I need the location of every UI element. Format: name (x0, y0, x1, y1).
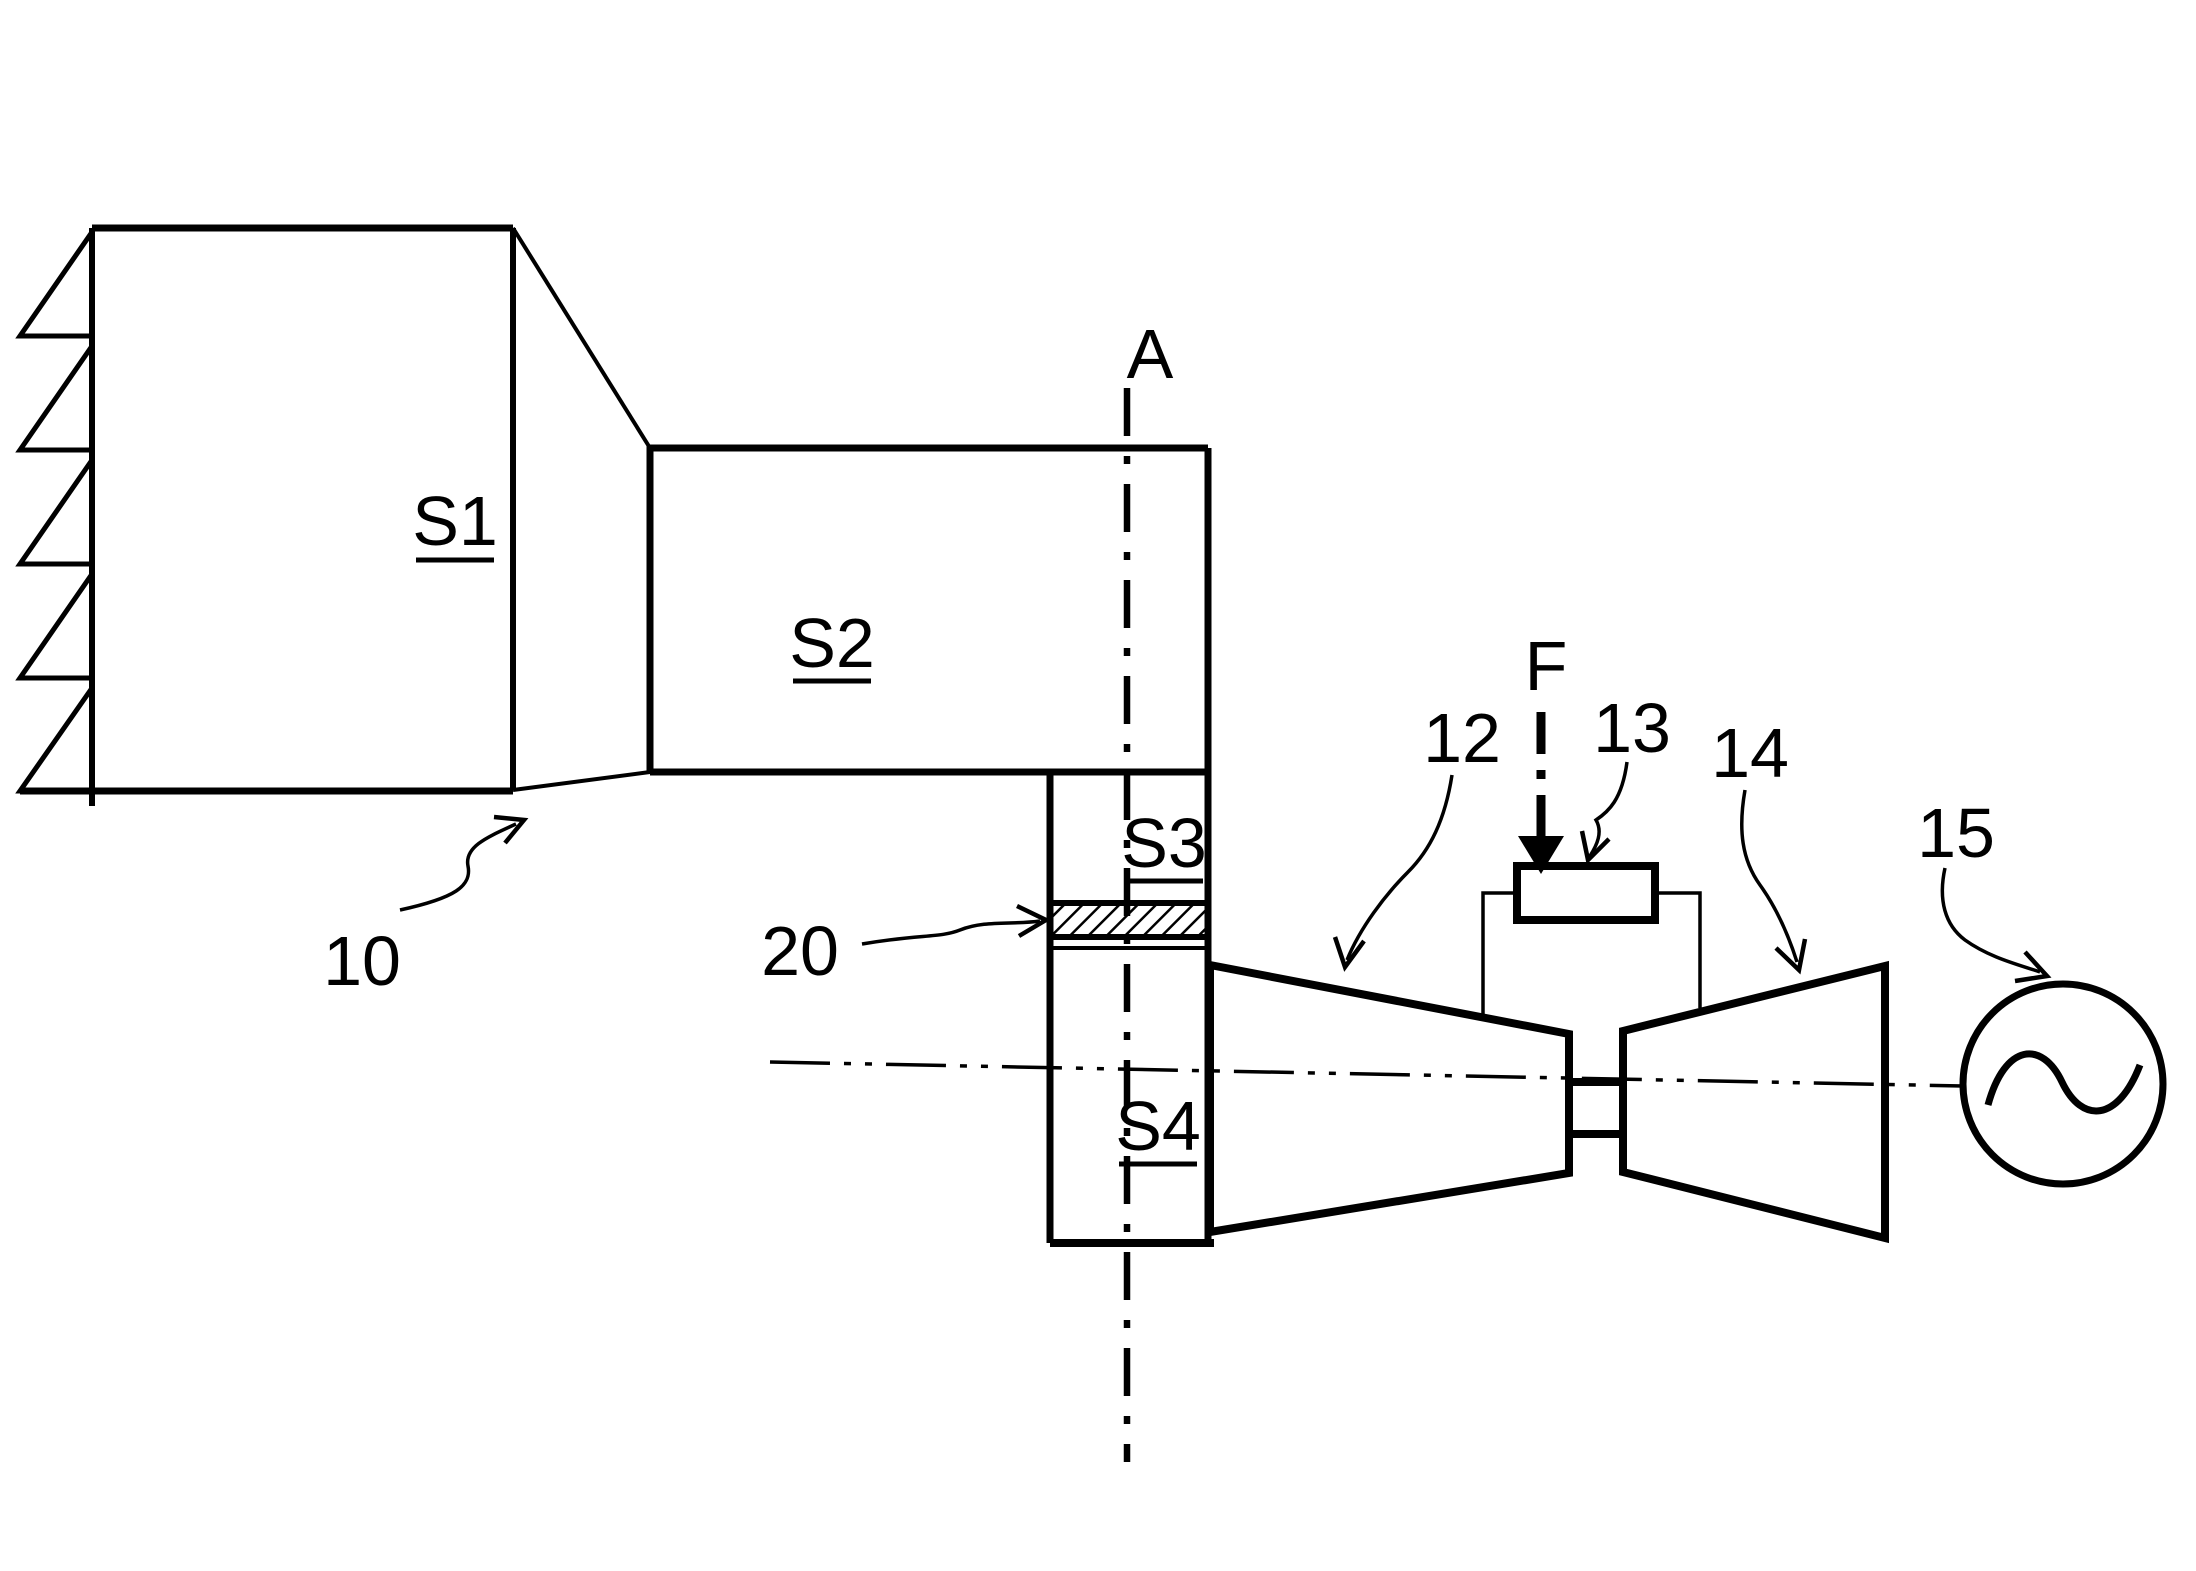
wall-triangle (15, 458, 95, 567)
label-s1: S1 (412, 482, 498, 560)
label-14: 14 (1711, 714, 1789, 792)
leader-14 (1740, 789, 1799, 963)
transition-duct (511, 226, 652, 792)
leader-13 (1588, 761, 1629, 857)
duct-section-s1 (15, 224, 516, 806)
label-s3: S3 (1121, 804, 1207, 882)
wall-triangle (15, 686, 95, 794)
compressor-12 (1206, 960, 1573, 1237)
labels: S1 S2 S3 S4 10 20 12 13 14 15 A F (323, 315, 1995, 1165)
label-20: 20 (761, 912, 839, 990)
rotor-shaft (1566, 1078, 1626, 1138)
label-fuel-f: F (1525, 627, 1568, 705)
label-s2: S2 (789, 604, 875, 682)
label-12: 12 (1423, 699, 1501, 777)
combustor-left-pipe (1481, 891, 1517, 1017)
leader-13-arrowhead (1579, 830, 1611, 865)
leader-14-arrowhead (1774, 938, 1808, 975)
label-15: 15 (1917, 794, 1995, 872)
generator-circle (1959, 980, 2167, 1188)
combustor-right-pipe (1655, 891, 1702, 1008)
fuel-arrowhead (1518, 836, 1564, 874)
leader-12 (1345, 774, 1454, 961)
s2-left-top-edges (646, 444, 1208, 772)
label-10: 10 (323, 922, 401, 1000)
wall-triangle (15, 230, 95, 339)
turbine-14 (1619, 960, 1889, 1244)
leader-20 (861, 919, 1041, 946)
wall-triangle (15, 572, 95, 681)
wall-triangle (15, 344, 95, 453)
combustor-13 (1481, 862, 1702, 1017)
leader-12-arrowhead (1332, 936, 1366, 972)
label-13: 13 (1593, 689, 1671, 767)
leader-15 (1940, 867, 2041, 974)
label-underlines (416, 557, 1203, 1167)
leader-10 (399, 822, 517, 912)
leader-15-arrowhead (2014, 950, 2052, 984)
leader-10-arrowhead (493, 814, 529, 845)
combustor-box (1513, 862, 1659, 924)
label-axis-a: A (1127, 315, 1174, 393)
wall-hatch-triangles (15, 230, 95, 794)
transition-bottom-line (512, 770, 651, 792)
leader-20-arrowhead (1016, 903, 1051, 938)
fuel-arrow (1518, 712, 1564, 874)
transition-top-diagonal (511, 226, 652, 450)
generator-sine-wave-icon (1984, 1050, 2144, 1115)
leader-arrows (399, 761, 2052, 984)
generator-15 (1959, 980, 2167, 1188)
shaft-centerline (769, 1060, 1964, 1088)
label-s4: S4 (1115, 1087, 1201, 1165)
